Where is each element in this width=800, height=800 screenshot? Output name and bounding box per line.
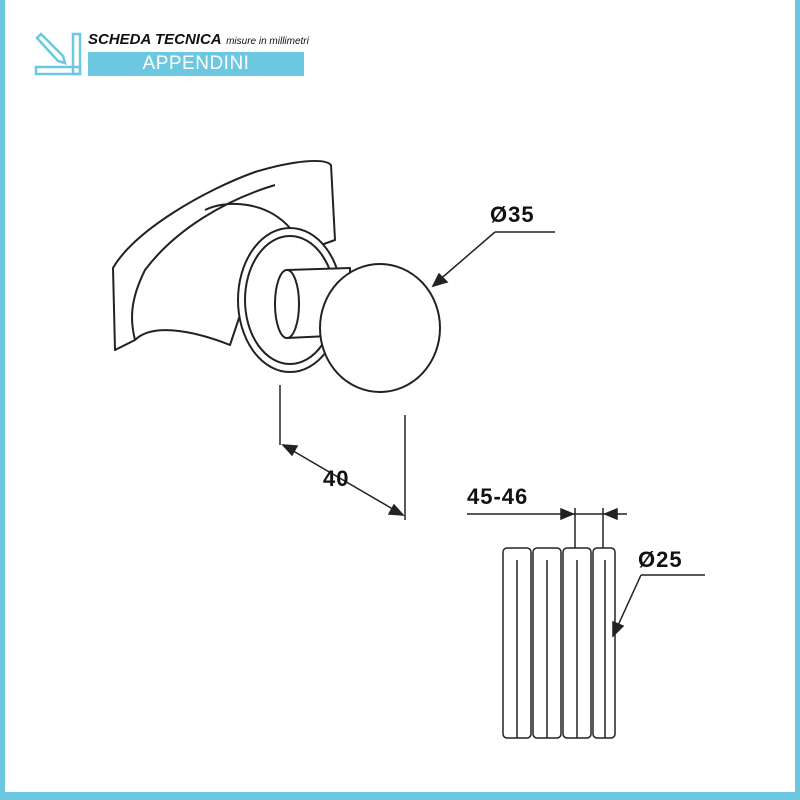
title-main: SCHEDA TECNICA [88,31,222,48]
radiator-tubes [502,547,616,739]
title-units: misure in millimetri [226,36,309,47]
ruler-pencil-logo-icon [34,32,82,76]
depth-label: 40 [323,466,350,491]
sheet-title: SCHEDA TECNICA misure in millimetri [88,31,309,49]
hook-bracket [112,159,336,351]
product-banner: APPENDINI [88,52,304,76]
hook-knob [319,263,441,393]
knob-diameter-label: Ø35 [490,202,535,227]
tube-diameter-label: Ø25 [638,547,683,572]
hook-drawing [112,159,705,739]
tube-spacing-label: 45-46 [467,484,529,509]
